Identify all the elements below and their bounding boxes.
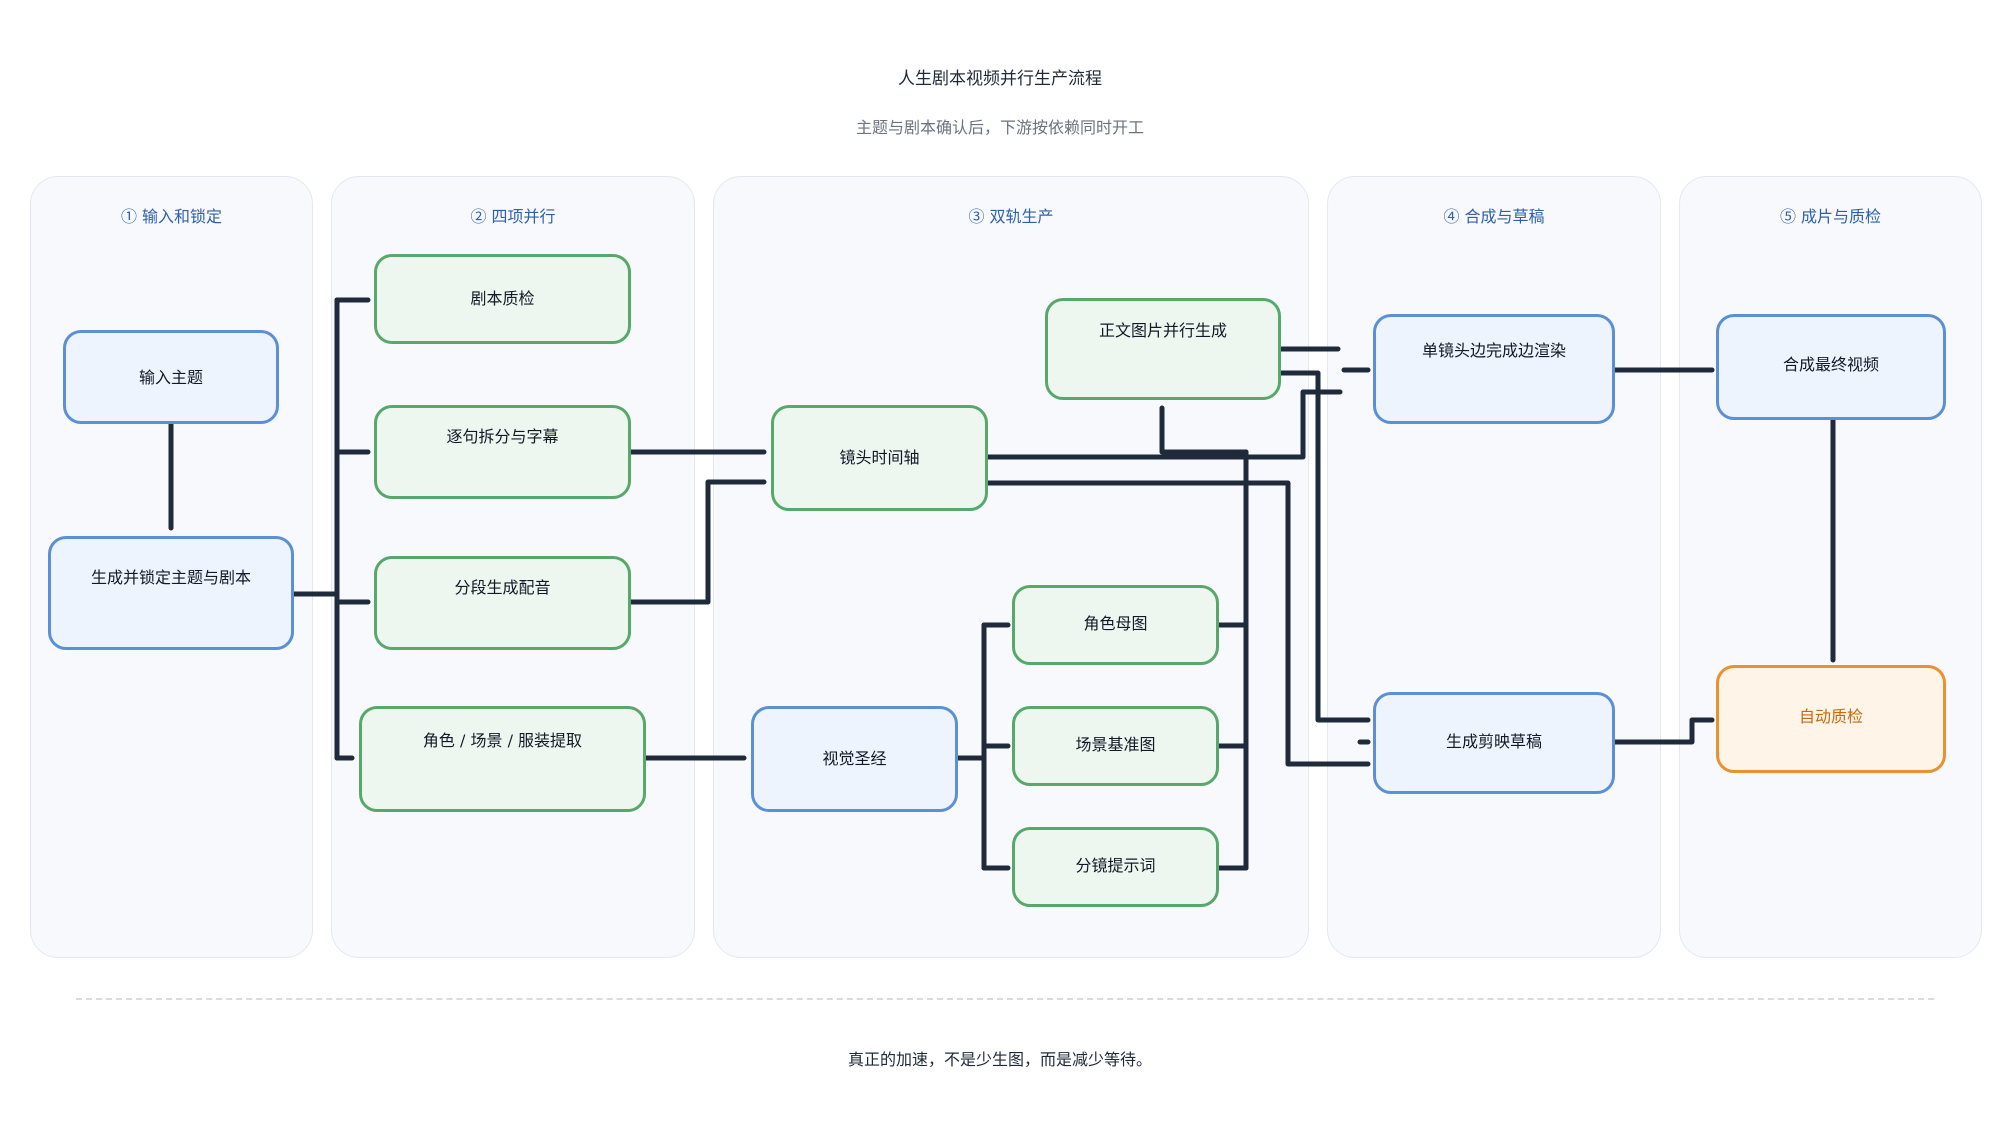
node-label: 生成并锁定主题与剧本 <box>90 568 251 587</box>
lane-title: ② 四项并行 <box>470 207 556 226</box>
lane-compose-draft: ④ 合成与草稿 <box>1327 176 1661 958</box>
node-input-topic: 输入主题 <box>63 330 279 424</box>
node-voiceover: 分段生成配音 <box>374 556 631 650</box>
connector <box>982 480 1371 767</box>
node-scene-ref: 场景基准图 <box>1012 706 1219 786</box>
node-extract: 角色 / 场景 / 服装提取 <box>359 706 646 812</box>
node-label: 剧本质检 <box>470 289 535 308</box>
node-label: 生成剪映草稿 <box>1445 732 1542 751</box>
node-render-per-shot: 单镜头边完成边渲染 <box>1373 314 1615 424</box>
node-label: 角色母图 <box>1083 614 1148 633</box>
diagram-subtitle: 主题与剧本确认后，下游按依赖同时开工 <box>855 118 1144 137</box>
connector <box>982 389 1343 460</box>
node-label: 自动质检 <box>1798 707 1863 726</box>
node-lock-script: 生成并锁定主题与剧本 <box>48 536 294 650</box>
node-label: 输入主题 <box>138 368 203 387</box>
node-character-ref: 角色母图 <box>1012 585 1219 665</box>
node-label: 正文图片并行生成 <box>1098 321 1227 340</box>
node-storyboard-prompt: 分镜提示词 <box>1012 827 1219 907</box>
node-label: 逐句拆分与字幕 <box>446 427 559 446</box>
node-final-video: 合成最终视频 <box>1716 314 1946 420</box>
lane-title: ① 输入和锁定 <box>120 207 223 226</box>
connector <box>625 479 767 605</box>
node-label: 角色 / 场景 / 服装提取 <box>422 731 583 750</box>
node-timeline: 镜头时间轴 <box>771 405 988 511</box>
node-label: 视觉圣经 <box>822 749 887 768</box>
node-label: 分镜提示词 <box>1075 856 1156 875</box>
node-parallel-images: 正文图片并行生成 <box>1045 298 1281 400</box>
connector <box>1609 717 1715 745</box>
footer-caption: 真正的加速，不是少生图，而是减少等待。 <box>847 1050 1152 1069</box>
node-label: 分段生成配音 <box>454 578 551 597</box>
node-auto-qc: 自动质检 <box>1716 665 1946 773</box>
node-split-subtitle: 逐句拆分与字幕 <box>374 405 631 499</box>
lane-title: ③ 双轨生产 <box>968 207 1054 226</box>
node-label: 场景基准图 <box>1075 735 1156 754</box>
node-visual-bible: 视觉圣经 <box>751 706 958 812</box>
connector <box>1159 405 1249 455</box>
connector <box>1275 370 1371 723</box>
node-script-qc: 剧本质检 <box>374 254 631 344</box>
node-label: 单镜头边完成边渲染 <box>1421 341 1566 360</box>
lane-title: ⑤ 成片与质检 <box>1779 207 1882 226</box>
node-label: 合成最终视频 <box>1782 355 1879 374</box>
node-label: 镜头时间轴 <box>839 448 920 467</box>
dashed-divider <box>76 998 1934 1000</box>
lane-title: ④ 合成与草稿 <box>1443 207 1545 226</box>
diagram-title: 人生剧本视频并行生产流程 <box>898 69 1102 89</box>
node-jianying-draft: 生成剪映草稿 <box>1373 692 1615 794</box>
